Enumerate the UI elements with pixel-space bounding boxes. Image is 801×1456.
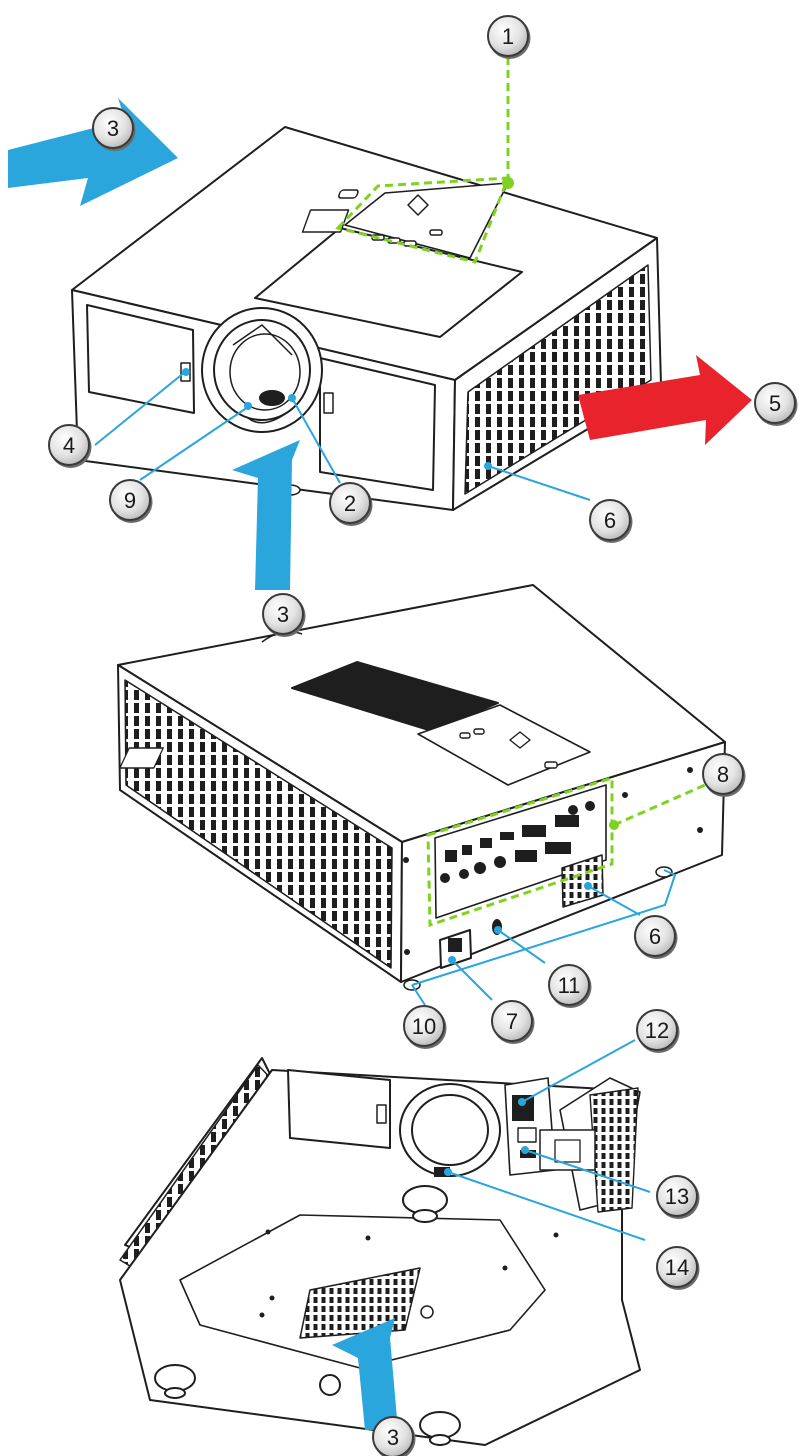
- callout-number: 3: [277, 602, 289, 627]
- leader-lines-front: [94, 371, 591, 501]
- top-panel: [254, 227, 523, 338]
- callout-c7a: 7: [491, 1000, 535, 1044]
- callout-c4a: 4: [48, 424, 92, 468]
- leader-dot-1: [502, 177, 514, 189]
- callout-number: 12: [645, 1018, 669, 1043]
- leader-lines-bottom: [447, 1039, 651, 1241]
- callout-c9a: 9: [109, 479, 153, 523]
- callout-number: 4: [63, 433, 75, 458]
- callout-c11a: 11: [548, 964, 592, 1008]
- callout-number: 9: [124, 488, 136, 513]
- exhaust-arrow: [578, 355, 752, 445]
- callout-number: 10: [412, 1014, 436, 1039]
- callout-number: 2: [344, 491, 356, 516]
- callout-c1a: 1: [487, 15, 531, 59]
- callout-number: 8: [717, 762, 729, 787]
- callout-c10a: 10: [403, 1005, 447, 1049]
- callout-number: 7: [506, 1009, 518, 1034]
- projector-bottom-view: [119, 1057, 641, 1446]
- callout-number: 3: [387, 1425, 399, 1450]
- callout-c13a: 13: [656, 1175, 700, 1219]
- callout-number: 13: [665, 1184, 689, 1209]
- intake-arrow-bottom: [232, 440, 300, 590]
- projector-front-view: [71, 126, 662, 511]
- leader-lines-rear: [411, 869, 677, 1006]
- front-right-panel: [319, 357, 436, 491]
- callout-c3c: 3: [372, 1416, 416, 1456]
- callout-number: 6: [649, 924, 661, 949]
- io-panel-highlight: [426, 775, 614, 928]
- callout-c2a: 2: [329, 482, 373, 526]
- callout-c14a: 14: [656, 1246, 700, 1290]
- top-dark-window: [291, 661, 499, 732]
- callout-c12a: 12: [636, 1009, 680, 1053]
- callout-number: 14: [665, 1255, 689, 1280]
- intake-arrow-underside: [332, 1318, 398, 1430]
- callout-c5a: 5: [754, 382, 798, 426]
- callout-c3a: 3: [92, 107, 136, 151]
- io-ports: [440, 801, 595, 883]
- callout-number: 11: [558, 973, 581, 998]
- keypad-buttons: [301, 189, 443, 247]
- callout-c8a: 8: [702, 753, 746, 797]
- callout-number: 1: [502, 24, 514, 49]
- projector-rear-view: [117, 584, 726, 991]
- callout-number: 3: [107, 116, 119, 141]
- callout-number: 6: [604, 508, 616, 533]
- callout-c3b: 3: [262, 593, 306, 637]
- rear-side-vent: [124, 679, 393, 969]
- lens-assembly: [201, 307, 323, 433]
- callout-c6b: 6: [634, 915, 678, 959]
- intake-arrow-left: [8, 98, 178, 206]
- callout-number: 5: [769, 391, 781, 416]
- side-vent-grille: [464, 264, 652, 495]
- callout-c6a: 6: [589, 499, 633, 543]
